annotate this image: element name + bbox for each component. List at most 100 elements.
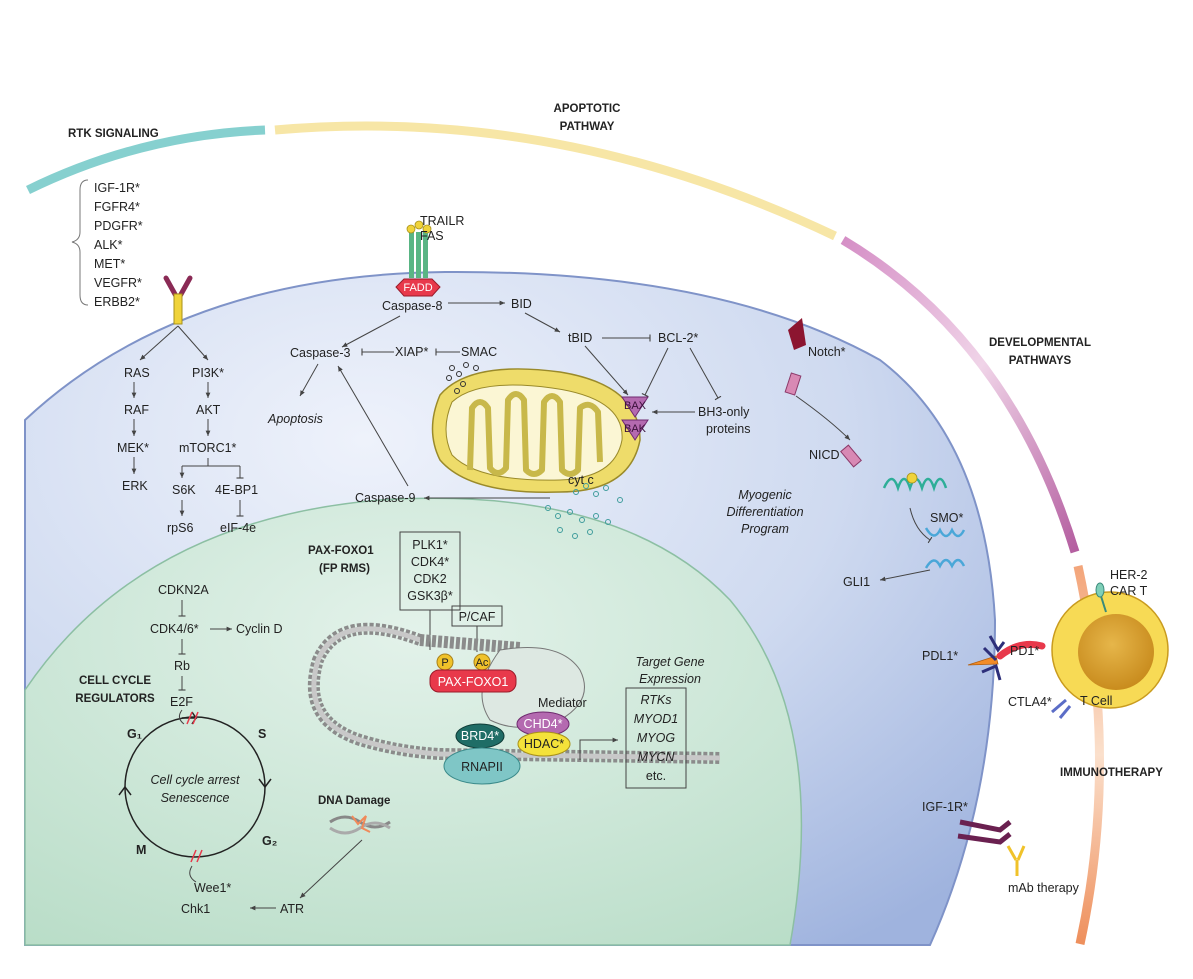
raf-label: RAF (124, 403, 149, 417)
pax-foxo1-node: PAX-FOXO1 (429, 669, 517, 693)
header-rtk-signaling: RTK SIGNALING (68, 128, 159, 140)
mhc-icon (981, 635, 1006, 681)
apoptotic-arc (274, 121, 837, 241)
bh3-label-1: BH3-only (698, 405, 750, 419)
phase-s: S (258, 727, 266, 741)
brd4-node: BRD4* (455, 723, 505, 749)
phase-g1: G₁ (127, 727, 142, 741)
pax-foxo1-label: PAX-FOXO1 (438, 675, 509, 689)
trailr-label: TRAILR (420, 214, 464, 228)
fadd-label: FADD (403, 282, 432, 294)
akt-label: AKT (196, 403, 221, 417)
bh3-label-2: proteins (706, 422, 750, 436)
cellcycle-header-2: REGULATORS (75, 693, 155, 705)
mitochondrion (431, 368, 641, 493)
ac-label: Ac (476, 657, 489, 669)
myogenic-label-3: Program (741, 522, 789, 536)
kinase-box: PLK1* CDK4* CDK2 GSK3β* (399, 531, 461, 611)
fadd-node: FADD (395, 278, 441, 297)
erk-label: ERK (122, 479, 148, 493)
e2f-label: E2F (170, 695, 193, 709)
chd4-node: CHD4* (516, 711, 570, 737)
her2-label-2: CAR T (1110, 584, 1148, 598)
receptor-brace (71, 179, 89, 306)
rtk-receptor-list: IGF-1R* FGFR4* PDGFR* ALK* MET* VEGFR* E… (71, 179, 143, 309)
notch-label: Notch* (808, 345, 846, 359)
target-gene-label-2: Expression (639, 672, 701, 686)
cyclind-label: Cyclin D (236, 622, 283, 636)
receptor-label: IGF-1R* (94, 181, 140, 195)
ras-label: RAS (124, 366, 150, 380)
igf1r-receptor-icon (957, 819, 1012, 845)
nucleus (24, 497, 803, 946)
4ebp1-label: 4E-BP1 (215, 483, 258, 497)
smac-release-dots (446, 362, 479, 394)
rb-label: Rb (174, 659, 190, 673)
t-cell (1051, 591, 1169, 709)
target-gene: etc. (646, 769, 666, 783)
brd4-label: BRD4* (461, 729, 499, 743)
target-gene: MYCN (638, 750, 676, 764)
chk1-label: Chk1 (181, 902, 210, 916)
mab-icon (1006, 845, 1026, 876)
gli1-label: GLI1 (843, 575, 870, 589)
cellcycle-header-1: CELL CYCLE (79, 675, 151, 687)
ctla4-label: CTLA4* (1008, 695, 1052, 709)
phase-m: M (136, 843, 146, 857)
kinase-label: GSK3β* (407, 589, 453, 603)
myogenic-label-1: Myogenic (738, 488, 792, 502)
dna-damage-header: DNA Damage (318, 795, 390, 807)
ac-badge: Ac (473, 653, 491, 671)
header-immunotherapy: IMMUNOTHERAPY (1060, 767, 1163, 779)
atr-label: ATR (280, 902, 304, 916)
eif4e-label: eIF-4e (220, 521, 256, 535)
caspase8-label: Caspase-8 (382, 299, 442, 313)
bid-label: BID (511, 297, 532, 311)
bax-bak-pore: BAX BAK (621, 396, 649, 441)
hdac-node: HDAC* (517, 731, 571, 757)
cytc-label: cyt c (568, 473, 594, 487)
receptor-label: PDGFR* (94, 219, 143, 233)
s6k-label: S6K (172, 483, 196, 497)
rtk-arc (26, 125, 266, 195)
kinase-label: PLK1* (412, 538, 448, 552)
pd1-label: PD1* (1010, 644, 1039, 658)
pax-header-2: (FP RMS) (319, 563, 370, 575)
caspase9-label: Caspase-9 (355, 491, 415, 505)
e2f-link (178, 709, 185, 725)
kinase-label: CDK2 (413, 572, 446, 586)
p-badge: P (436, 653, 454, 671)
receptor-label: FGFR4* (94, 200, 140, 214)
cytochrome-c-dots (545, 483, 623, 539)
death-receptor (406, 220, 432, 278)
apoptosis-label: Apoptosis (267, 412, 323, 426)
target-gene-label-1: Target Gene (635, 655, 704, 669)
pi3k-label: PI3K* (192, 366, 224, 380)
bak-label: BAK (624, 423, 647, 435)
dna-damage-icon (329, 815, 391, 835)
mtorc1-label: mTORC1* (179, 441, 237, 455)
pd1-icon (996, 640, 1046, 660)
developmental-arc (840, 236, 1080, 554)
rnapii-label: RNAPII (461, 760, 503, 774)
pdl1-label: PDL1* (922, 649, 958, 663)
pcaf-label: P/CAF (459, 610, 496, 624)
xiap-label: XIAP* (395, 345, 428, 359)
hdac-label: HDAC* (524, 737, 564, 751)
receptor-label: ERBB2* (94, 295, 140, 309)
header-developmental-1: DEVELOPMENTAL (989, 337, 1091, 349)
caspase3-label: Caspase-3 (290, 346, 350, 360)
fas-label: FAS (420, 229, 444, 243)
tbid-label: tBID (568, 331, 592, 345)
smac-label: SMAC (461, 345, 497, 359)
rnapii-node: RNAPII (443, 747, 521, 785)
car-receptor-icon (1095, 582, 1107, 613)
patched-receptor (882, 472, 948, 492)
mek-label: MEK* (117, 441, 149, 455)
chd4-label: CHD4* (524, 717, 563, 731)
header-developmental-2: PATHWAYS (1009, 355, 1072, 367)
myogenic-label-2: Differentiation (726, 505, 803, 519)
arrest-label-2: Senescence (161, 791, 230, 805)
arrest-label-1: Cell cycle arrest (151, 773, 240, 787)
